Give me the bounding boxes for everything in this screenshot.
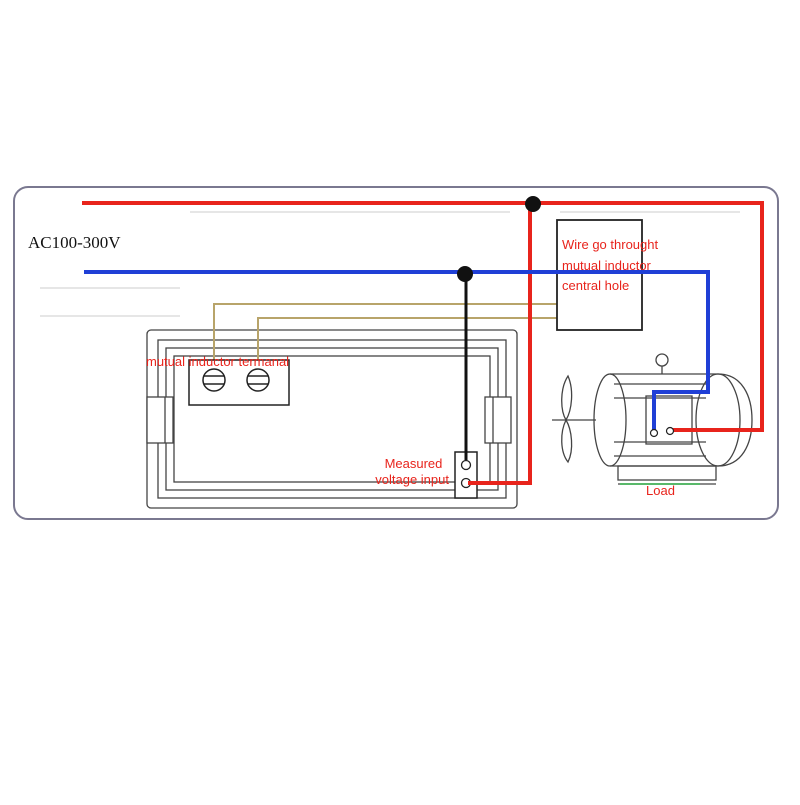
meter-mounting-clip-left — [146, 396, 174, 444]
neutral-wire — [84, 270, 710, 434]
live-wire — [82, 201, 764, 485]
live-junction-dot — [525, 196, 541, 212]
meter-mounting-clip-right — [484, 396, 512, 444]
ct-label-line-3: central hole — [562, 278, 629, 293]
supply-voltage-label: AC100-300V — [28, 233, 121, 252]
ct-label: Wire go throught mutual inductor central… — [562, 237, 662, 293]
mutual-inductor-box — [556, 219, 643, 331]
screw-terminal-icon — [246, 368, 270, 392]
measured-voltage-label: Measured voltage input — [375, 456, 449, 487]
neutral-junction-dot — [457, 266, 473, 282]
ct-label-line-2: mutual inductor — [562, 258, 652, 273]
background-artifacts — [40, 211, 740, 317]
motor-terminal-live — [665, 426, 675, 436]
load-label: Load — [646, 483, 675, 498]
ct-terminal-label: mutual inductor termanal — [146, 354, 289, 369]
voltage-input-terminal — [454, 451, 478, 499]
ct-terminal-block — [188, 359, 290, 406]
diagram-frame — [13, 186, 779, 520]
ct-label-line-1: Wire go throught — [562, 237, 658, 252]
screw-terminal-icon — [202, 368, 226, 392]
measured-voltage-label-line-1: Measured — [385, 456, 443, 471]
ct-lead-wires — [213, 303, 557, 365]
motor-terminal-neutral — [649, 428, 659, 438]
measured-voltage-label-line-2: voltage input — [375, 472, 449, 487]
